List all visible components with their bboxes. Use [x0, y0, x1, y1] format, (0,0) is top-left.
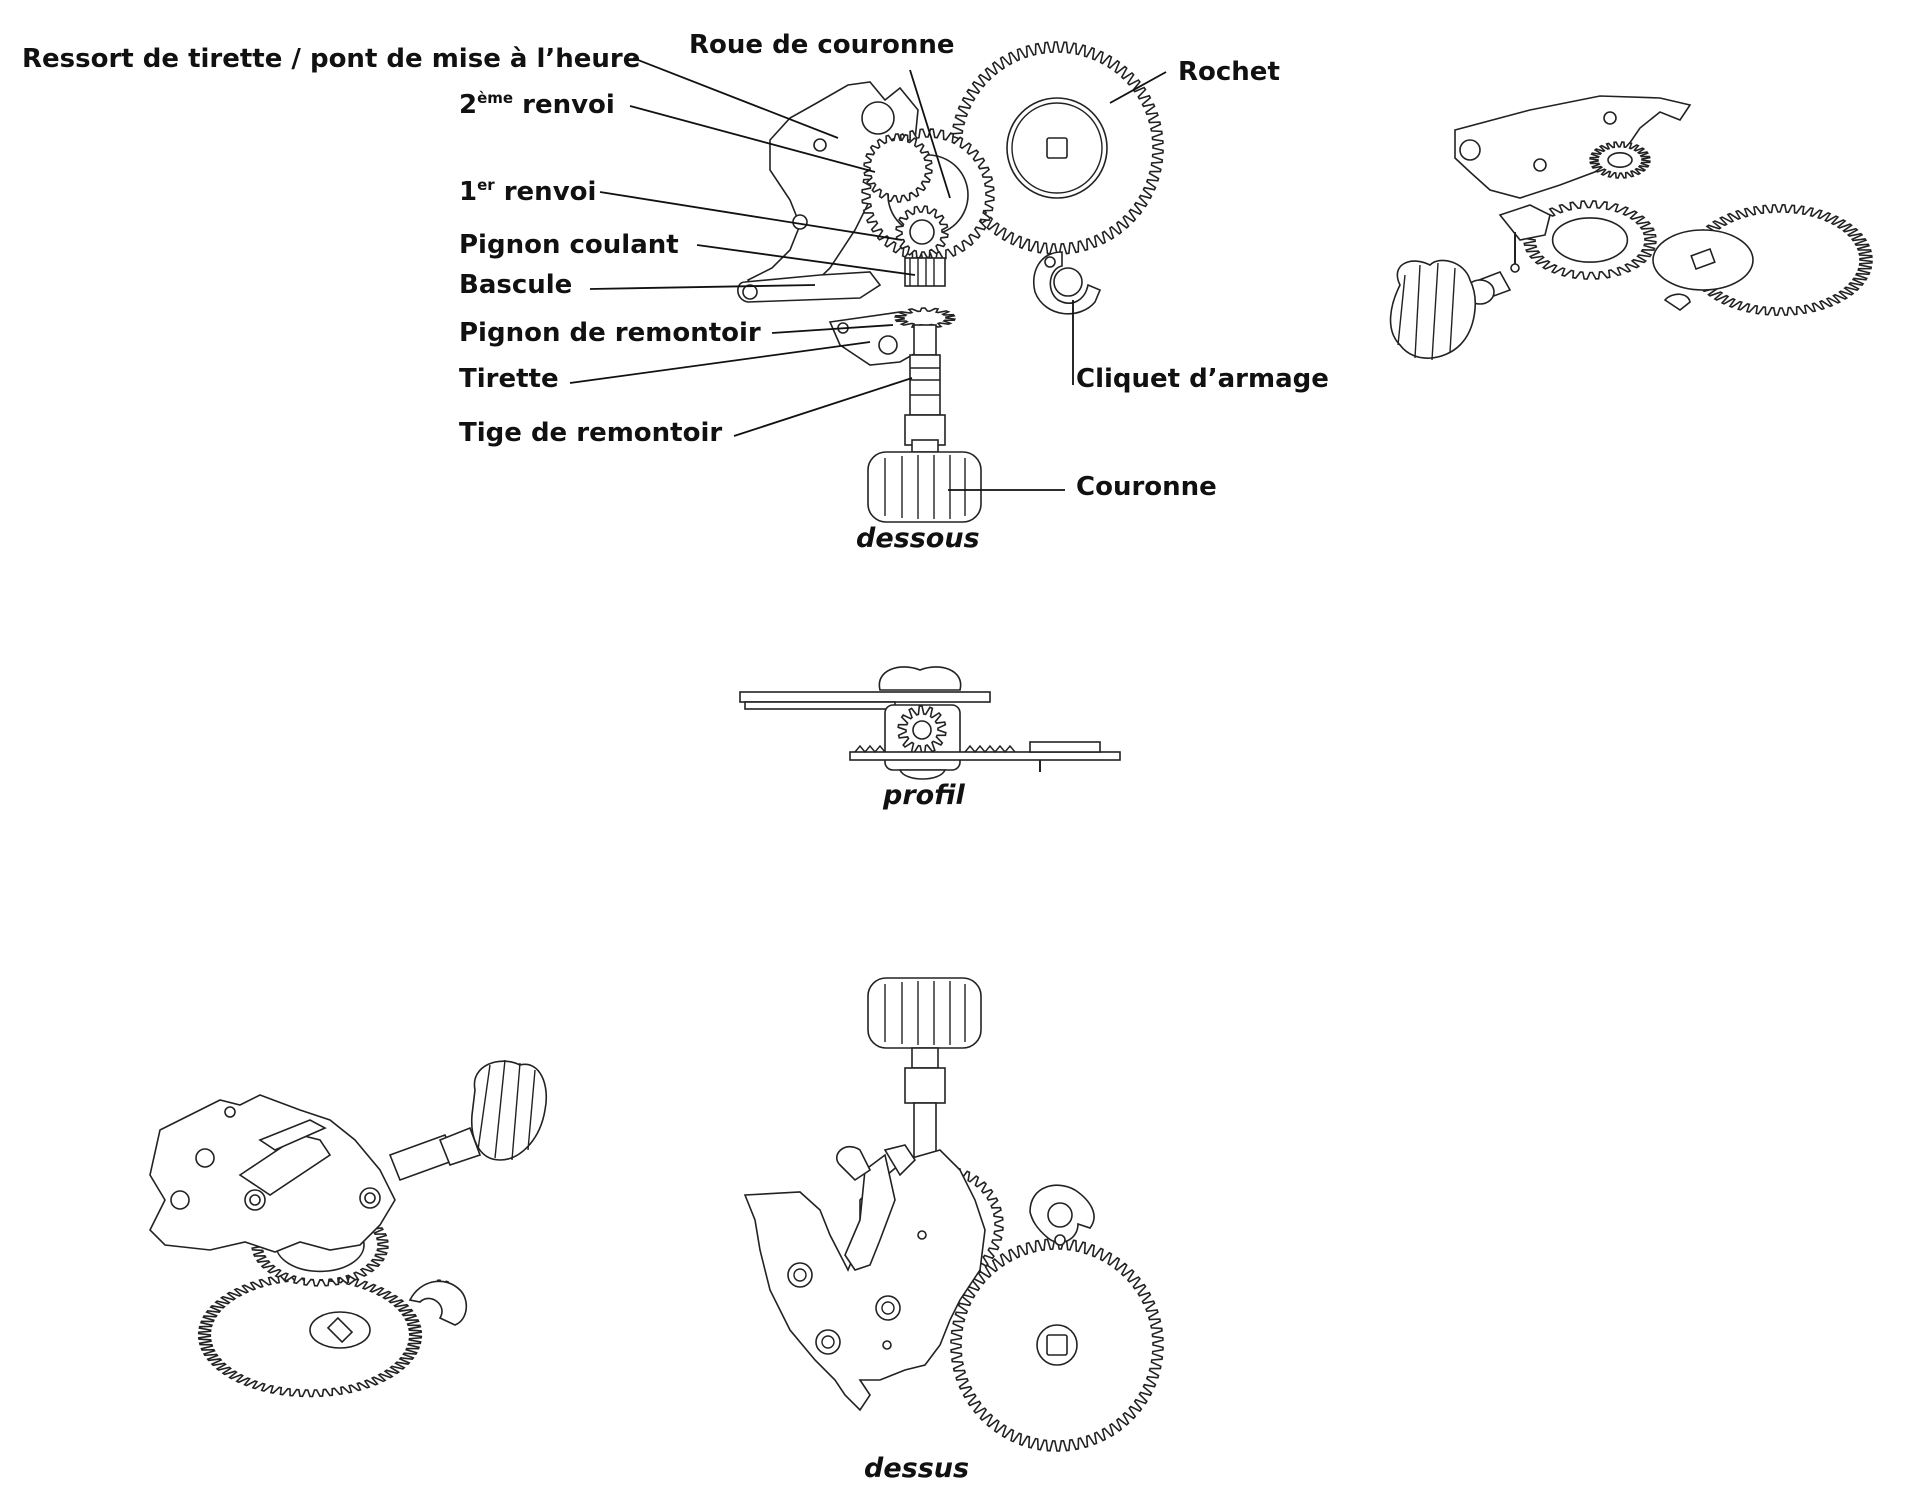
bl-rochet-gear — [197, 1272, 423, 1398]
iso-view-top-right — [1389, 95, 1873, 361]
bl-rochet-gear-teeth — [197, 1272, 423, 1398]
label-ressort-de-tirette: Ressort de tirette / pont de mise à l’he… — [22, 44, 641, 74]
label-pignon-de-remontoir: Pignon de remontoir — [459, 318, 761, 348]
caption-dessous: dessous — [856, 523, 980, 554]
label-bascule: Bascule — [459, 270, 573, 300]
couronne-part — [867, 451, 982, 523]
label-pignon-coulant: Pignon coulant — [459, 230, 679, 260]
profil-pinion-gear-ring-0 — [912, 720, 932, 740]
iso-small-gear — [1589, 141, 1651, 179]
label-couronne: Couronne — [1076, 472, 1217, 502]
profil-view — [739, 666, 1121, 780]
iso-roue-gear — [1523, 200, 1657, 280]
iso-view-bottom-left — [149, 1059, 547, 1398]
profil-pinion-gear — [897, 705, 947, 755]
iso-roue-gear-ring-0 — [1551, 217, 1629, 263]
label-1er-renvoi: 1er renvoi — [459, 176, 597, 207]
label-2eme-renvoi: 2ème renvoi — [459, 89, 615, 120]
dessous-view — [737, 41, 1164, 523]
caption-dessus: dessus — [864, 1453, 970, 1484]
iso-small-gear-ring-0 — [1607, 152, 1633, 169]
renvoi-2-gear — [863, 133, 933, 203]
label-rochet: Rochet — [1178, 57, 1280, 87]
caption-profil: profil — [883, 780, 965, 811]
dessus-view — [743, 977, 1164, 1452]
pignon-de-remontoir-gear — [893, 307, 957, 329]
label-tige-de-remontoir: Tige de remontoir — [459, 418, 723, 448]
label-tirette: Tirette — [459, 364, 559, 394]
renvoi-1-gear-ring-0 — [909, 219, 935, 245]
label-cliquet-d-armage: Cliquet d’armage — [1076, 364, 1329, 394]
leader-lines — [569, 57, 1167, 491]
pignon-de-remontoir-gear-teeth — [893, 307, 957, 329]
bascule-part — [737, 271, 882, 303]
renvoi-1-gear — [895, 205, 949, 259]
label-roue-de-couronne: Roue de couronne — [689, 30, 955, 60]
renvoi-2-gear-teeth — [863, 133, 933, 203]
